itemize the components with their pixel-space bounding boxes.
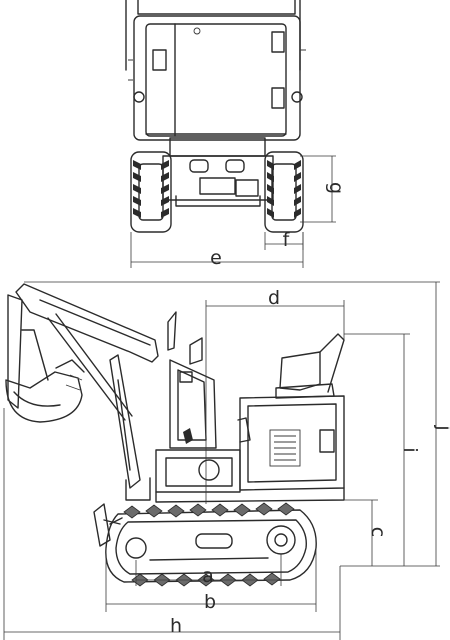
- dim-label-b: b: [204, 591, 216, 613]
- dim-label-e: e: [210, 247, 222, 269]
- dim-label-g: g: [325, 182, 347, 194]
- dim-label-a: a: [202, 565, 214, 587]
- dim-label-c: c: [367, 527, 389, 537]
- dim-label-d: d: [268, 287, 280, 309]
- rear-view: [125, 0, 336, 268]
- dim-label-i: i: [399, 447, 421, 452]
- dim-label-h: h: [170, 615, 182, 637]
- dim-label-j: j: [433, 424, 450, 430]
- dim-label-f: f: [283, 229, 291, 251]
- side-view: [3, 281, 440, 640]
